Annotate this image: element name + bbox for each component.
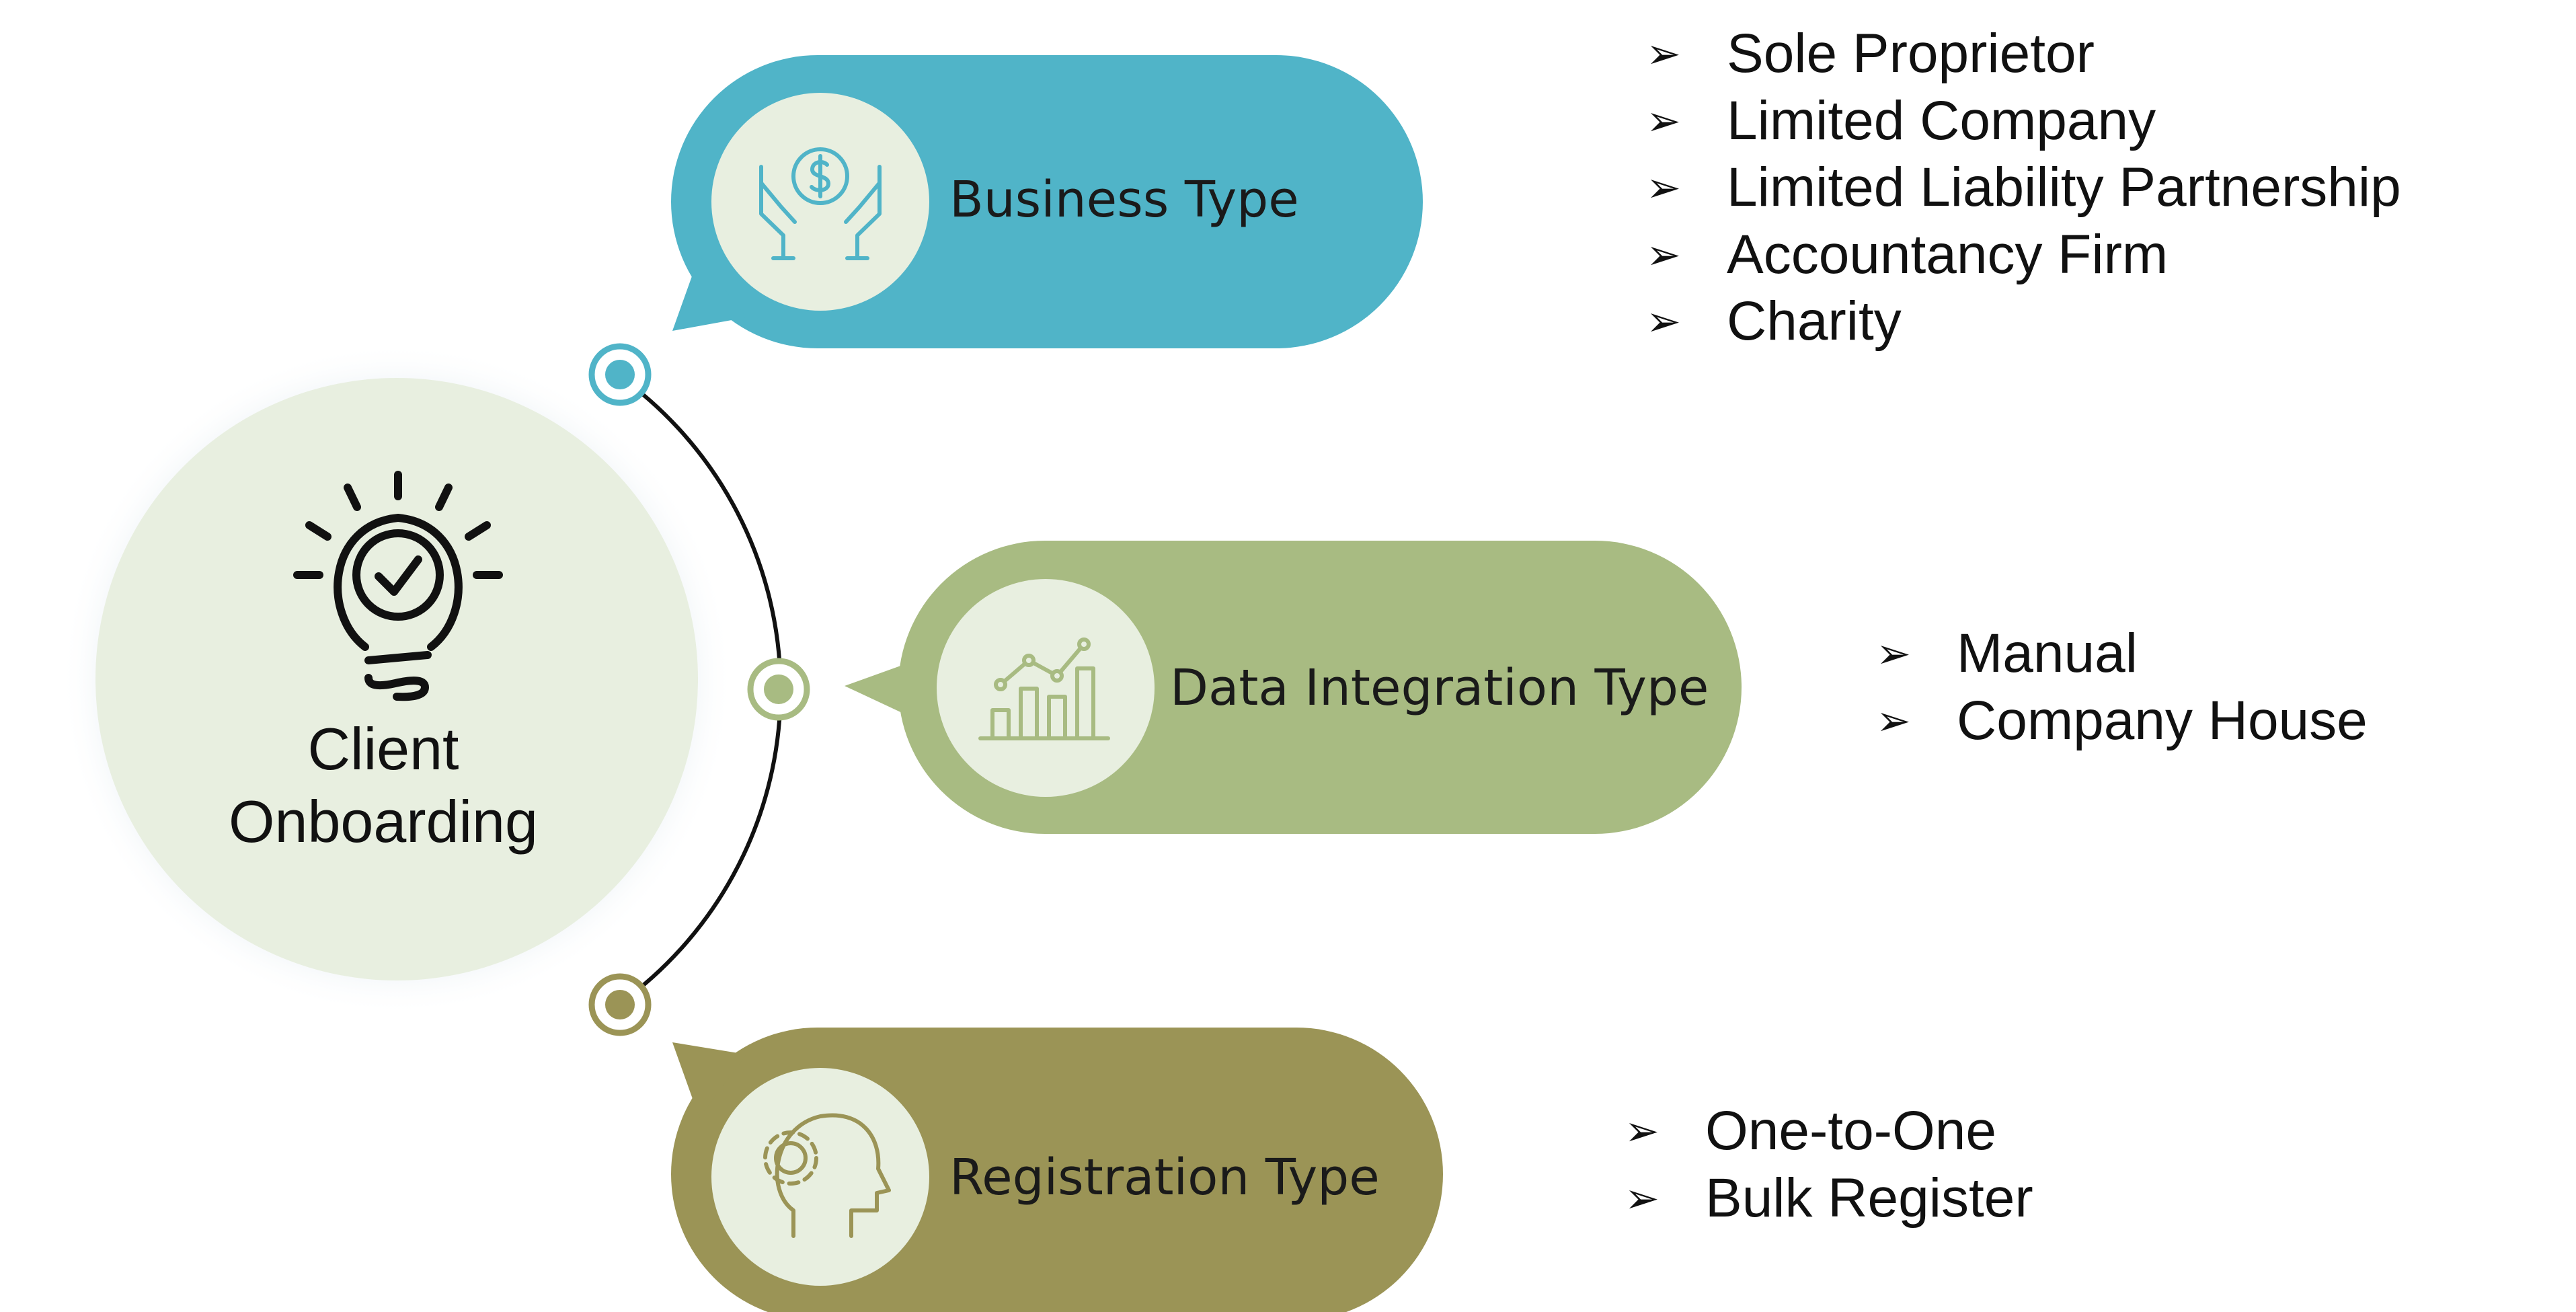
connector-dot-registration [588,973,652,1036]
business-type-option: Limited Liability Partnership [1646,154,2401,221]
business-type-option: Limited Company [1646,87,2401,155]
registration-type-title: Registration Type [949,1149,1380,1206]
data-integration-type-options: Manual Company House [1876,620,2368,754]
business-type-options: Sole Proprietor Limited Company Limited … [1646,20,2401,355]
data-integration-type-option: Company House [1876,687,2368,755]
growth-chart-icon [978,638,1110,740]
center-label-line-2: Onboarding [229,788,538,855]
center-label-line-1: Client [307,716,459,782]
head-gear-icon [763,1113,891,1238]
data-integration-type-icon-circle [937,579,1155,797]
center-label: Client Onboarding [94,713,672,858]
data-integration-type-option: Manual [1876,620,2368,687]
registration-type-option: One-to-One [1625,1097,2033,1165]
money-hands-icon [759,147,882,260]
business-type-option: Charity [1646,288,2401,355]
data-integration-type-title: Data Integration Type [1170,659,1709,717]
registration-type-option: Bulk Register [1625,1165,2033,1232]
business-type-option: Accountancy Firm [1646,221,2401,288]
business-type-title: Business Type [949,171,1299,229]
connector-dot-data-integration [747,658,810,721]
registration-type-options: One-to-One Bulk Register [1625,1097,2033,1231]
business-type-option: Sole Proprietor [1646,20,2401,87]
lightbulb-check-icon [293,471,503,701]
connector-dot-business [588,343,652,406]
registration-type-icon-circle [711,1068,929,1286]
